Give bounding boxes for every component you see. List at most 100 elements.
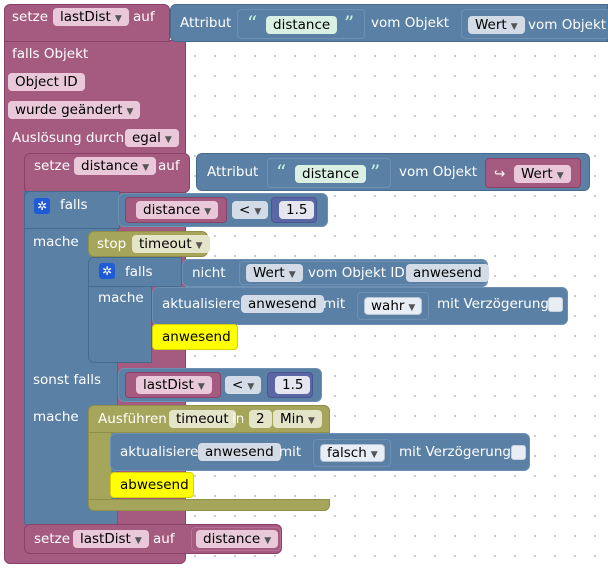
- delay-checkbox[interactable]: [548, 297, 563, 312]
- lastdist-dropdown[interactable]: lastDist▼: [73, 530, 149, 548]
- object-id-field[interactable]: Object ID: [8, 73, 85, 91]
- distance-dropdown[interactable]: distance▼: [74, 157, 157, 175]
- boolean-block[interactable]: wahr▼: [357, 292, 429, 320]
- number-field[interactable]: 1.5: [275, 376, 311, 394]
- distance-var-block[interactable]: distance▼: [125, 197, 227, 223]
- lastdist-dropdown[interactable]: lastDist▼: [53, 8, 129, 26]
- inner-if-header[interactable]: ✲ falls: [88, 257, 182, 287]
- set-label: setze: [34, 531, 71, 547]
- distance-var-block[interactable]: distance▼: [191, 527, 281, 551]
- dropdown-arrow-icon: ▼: [195, 241, 203, 251]
- in-label: in: [232, 411, 245, 427]
- open-quote-icon: “: [276, 160, 287, 184]
- to-label: auf: [133, 9, 155, 25]
- execute-timeout-header[interactable]: Ausführen timeout in 2 Min▼: [88, 405, 330, 433]
- wert-dropdown[interactable]: Wert▼: [514, 165, 571, 183]
- close-quote-icon: ”: [344, 11, 355, 35]
- number-block[interactable]: 1.5: [267, 372, 313, 398]
- with-label: mit: [279, 444, 302, 460]
- set-lastdist-final-block[interactable]: setze lastDist▼ auf distance▼: [24, 524, 282, 554]
- not-block[interactable]: nicht Wert▼ vom Objekt ID anwesend: [182, 259, 489, 287]
- true-dropdown[interactable]: wahr▼: [364, 297, 423, 315]
- gear-icon[interactable]: ✲: [34, 198, 50, 214]
- if-label: falls: [125, 264, 153, 280]
- wert-dropdown[interactable]: Wert▼: [246, 264, 303, 282]
- set-label: setze: [34, 158, 71, 174]
- stop-label: stop: [97, 236, 127, 252]
- dropdown-arrow-icon: ▼: [204, 207, 212, 217]
- execute-timeout-footer: [88, 499, 330, 511]
- dropdown-arrow-icon: ▼: [370, 450, 378, 460]
- string-field[interactable]: distance: [266, 16, 338, 34]
- lastdist-dropdown[interactable]: lastDist▼: [136, 376, 212, 394]
- amount-field[interactable]: 2: [249, 410, 272, 428]
- set-lastdist-block[interactable]: setze lastDist▼ auf: [4, 4, 170, 42]
- object-id-field[interactable]: anwesend: [198, 443, 281, 461]
- string-field[interactable]: distance: [295, 165, 367, 183]
- if-header[interactable]: ✲ falls: [24, 191, 120, 229]
- to-label: auf: [153, 531, 175, 547]
- open-quote-icon: “: [247, 11, 258, 35]
- operator-dropdown[interactable]: <▼: [225, 376, 262, 394]
- string-block[interactable]: “ distance ”: [267, 158, 391, 188]
- from-object-label: vom Objekt: [371, 15, 450, 31]
- changed-dropdown[interactable]: wurde geändert▼: [8, 101, 141, 119]
- attribute-label: Attribut: [180, 15, 232, 31]
- comment-block-present[interactable]: anwesend: [152, 324, 238, 350]
- timer-name-field[interactable]: timeout: [169, 410, 236, 428]
- do-label: mache: [98, 290, 144, 306]
- gear-icon[interactable]: ✲: [99, 263, 115, 279]
- with-label: mit: [323, 296, 346, 312]
- from-object-label: vom Objekt: [399, 164, 478, 180]
- distance-dropdown[interactable]: distance▼: [196, 530, 279, 548]
- object-id-field[interactable]: anwesend: [406, 264, 489, 282]
- operator-dropdown[interactable]: <▼: [232, 201, 269, 219]
- get-value-block[interactable]: Wert▼ vom Objekt ID anwesend: [239, 261, 489, 285]
- not-label: nicht: [192, 265, 226, 281]
- execute-label: Ausführen: [98, 411, 167, 427]
- compare-block[interactable]: distance▼ <▼ 1.5: [118, 193, 328, 227]
- string-block[interactable]: “ distance ”: [237, 9, 365, 39]
- delay-label: mit Verzögerung: [437, 296, 549, 312]
- distance-dropdown[interactable]: distance▼: [136, 201, 219, 219]
- to-label: auf: [158, 158, 180, 174]
- false-dropdown[interactable]: falsch▼: [320, 444, 385, 462]
- stop-timeout-block[interactable]: stop timeout▼: [88, 231, 210, 257]
- unit-dropdown[interactable]: Min▼: [273, 410, 322, 428]
- dropdown-arrow-icon: ▼: [288, 270, 296, 280]
- update-block-false[interactable]: aktualisiere anwesend mit falsch▼ mit Ve…: [110, 433, 530, 471]
- dropdown-arrow-icon: ▼: [247, 382, 255, 392]
- compare-block-2[interactable]: lastDist▼ <▼ 1.5: [118, 368, 322, 402]
- arrow-return-icon: ↪: [494, 166, 506, 182]
- trigger-value-dropdown[interactable]: egal▼: [125, 129, 179, 147]
- dropdown-arrow-icon: ▼: [254, 207, 262, 217]
- object-block[interactable]: Wert▼ vom Objekt I: [461, 9, 608, 39]
- get-attribute-block[interactable]: Attribut “ distance ” vom Objekt Wert▼ v…: [170, 4, 608, 42]
- update-label: aktualisiere: [120, 444, 199, 460]
- dropdown-arrow-icon: ▼: [556, 171, 564, 181]
- update-block-true[interactable]: aktualisiere anwesend mit wahr▼ mit Verz…: [152, 287, 568, 325]
- wert-dropdown[interactable]: Wert▼: [468, 16, 525, 34]
- delay-checkbox[interactable]: [511, 445, 526, 460]
- from-object-id-label: vom Objekt I: [528, 17, 608, 33]
- update-label: aktualisiere: [162, 296, 241, 312]
- lastdist-var-block[interactable]: lastDist▼: [125, 372, 221, 398]
- set-distance-block[interactable]: setze distance▼ auf: [24, 153, 190, 193]
- object-id-field[interactable]: anwesend: [241, 295, 324, 313]
- boolean-block[interactable]: falsch▼: [313, 439, 391, 467]
- comment-block-absent[interactable]: abwesend: [110, 472, 194, 498]
- dropdown-arrow-icon: ▼: [264, 536, 272, 546]
- dropdown-arrow-icon: ▼: [142, 163, 150, 173]
- object-ref-block[interactable]: ↪ Wert▼: [485, 158, 581, 188]
- dropdown-arrow-icon: ▼: [197, 382, 205, 392]
- dropdown-arrow-icon: ▼: [307, 416, 315, 426]
- dropdown-arrow-icon: ▼: [114, 14, 122, 24]
- number-field[interactable]: 1.5: [279, 201, 315, 219]
- get-attribute-block-2[interactable]: Attribut “ distance ” vom Objekt ↪ Wert▼: [196, 153, 590, 191]
- set-label: setze: [12, 9, 49, 25]
- else-if-label: sonst falls: [33, 372, 102, 388]
- timer-dropdown[interactable]: timeout▼: [132, 235, 210, 253]
- number-block[interactable]: 1.5: [271, 197, 317, 223]
- do-label: mache: [33, 234, 79, 250]
